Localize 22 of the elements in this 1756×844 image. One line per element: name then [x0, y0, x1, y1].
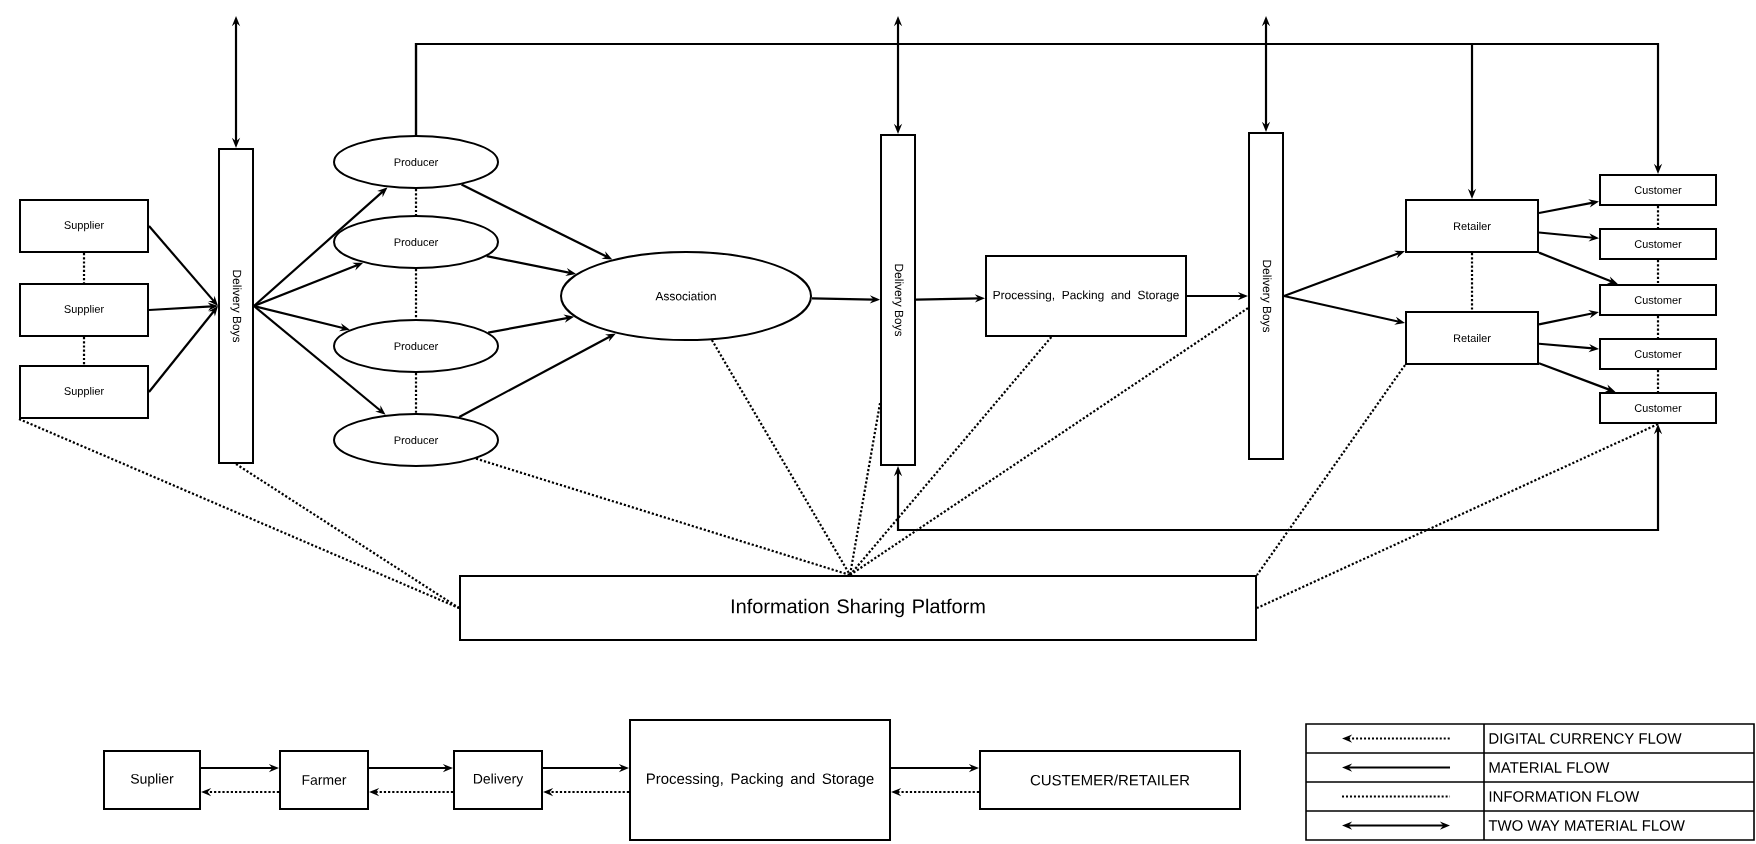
dotted-line: [1656, 370, 1660, 392]
dotted-line: [475, 457, 851, 577]
dotted-line: [414, 373, 418, 413]
dotted-line: [1256, 423, 1659, 609]
dotted-line: [710, 339, 851, 576]
dotted-line: [235, 463, 460, 609]
arrow: [148, 306, 218, 393]
dotted-line: [848, 402, 882, 576]
dotted-line: [849, 336, 1053, 576]
arrow: [148, 225, 218, 306]
dotted-line: [82, 337, 86, 365]
dotted-line: [414, 269, 418, 319]
dotted-line: [849, 307, 1249, 576]
dotted-line: [1656, 316, 1660, 338]
dotted-line: [414, 189, 418, 215]
dotted-line: [1470, 253, 1474, 311]
dotted-line: [18, 418, 460, 609]
platform-box: Information Sharing Platform: [459, 575, 1257, 641]
dotted-line: [82, 253, 86, 283]
dotted-line: [1656, 206, 1660, 228]
dotted-line: [1656, 260, 1660, 284]
dotted-line: [1256, 364, 1406, 576]
